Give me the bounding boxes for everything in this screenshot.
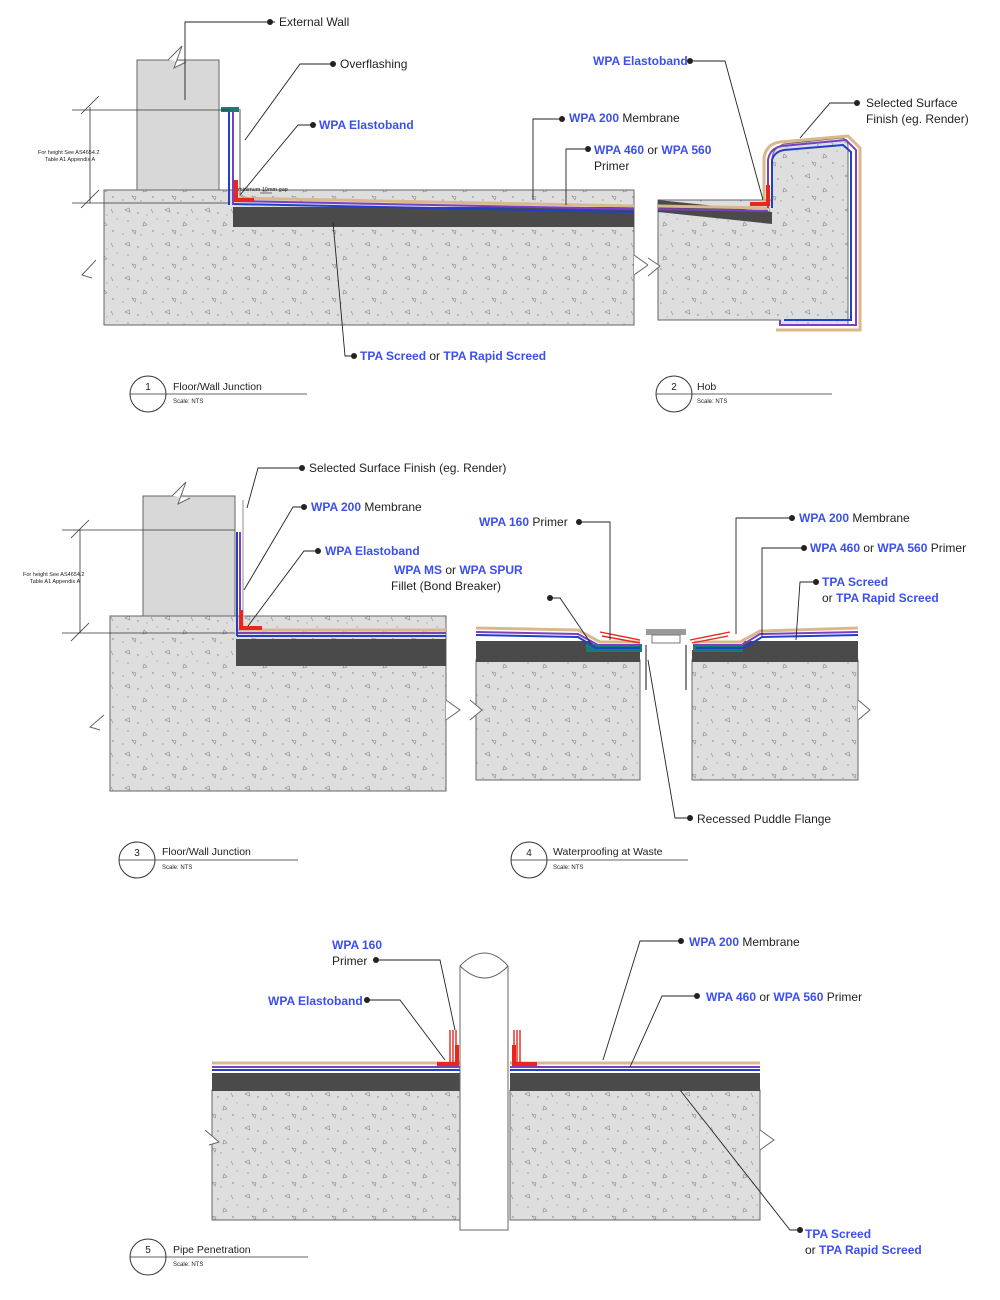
elastoband-corner <box>239 610 262 630</box>
label-d5-membrane: WPA 200 Membrane <box>689 935 800 949</box>
label-d4-primer: WPA 460 or WPA 560 Primer <box>810 541 967 555</box>
label-d5-screed-1: TPA Screed <box>805 1227 872 1241</box>
label-d1-min-gap: minimum 10mm gap <box>238 187 288 193</box>
label-d4-fillet-text: Fillet (Bond Breaker) <box>391 579 502 593</box>
label-d1-elastoband: WPA Elastoband <box>319 118 414 132</box>
label-d3-finish: Selected Surface Finish (eg. Render) <box>309 461 507 475</box>
external-wall-block <box>136 59 220 191</box>
title-4-name: Waterproofing at Waste <box>553 846 663 858</box>
label-d2-finish-1: Selected Surface <box>866 96 958 110</box>
title-1-scale: Scale: NTS <box>173 399 204 405</box>
label-d4-membrane: WPA 200 Membrane <box>799 511 910 525</box>
title-5-number: 5 <box>145 1245 151 1256</box>
label-d5-primer: WPA 460 or WPA 560 Primer <box>706 990 863 1004</box>
waste-grate <box>646 629 686 635</box>
title-3-number: 3 <box>134 848 140 859</box>
detail-1-floor-wall-junction <box>72 19 649 359</box>
label-d5-primer160-b: WPA 160 <box>332 938 383 952</box>
title-3-name: Floor/Wall Junction <box>162 846 251 858</box>
label-d1-screed: TPA Screed or TPA Rapid Screed <box>360 349 547 363</box>
detail-3-floor-wall-junction <box>62 465 461 792</box>
label-d1-membrane: WPA 200 Membrane <box>569 111 680 125</box>
hob-concrete <box>657 137 849 326</box>
label-d4-flange: Recessed Puddle Flange <box>697 812 832 826</box>
label-d2-elastoband: WPA Elastoband <box>593 54 688 68</box>
hob-elastoband <box>750 185 770 206</box>
title-5-scale: Scale: NTS <box>173 1262 204 1268</box>
label-d4-primer160: WPA 160 Primer <box>479 515 568 529</box>
break-symbol <box>167 45 187 70</box>
label-d4-fillet: WPA MS or WPA SPUR <box>394 563 523 577</box>
label-d3-height-1: For height See AS4654.2 <box>23 572 85 578</box>
detail-2-hob <box>647 58 862 332</box>
label-d1-primer-text: Primer <box>594 159 630 173</box>
elastoband-corner <box>234 180 254 202</box>
pipe <box>459 952 509 1231</box>
label-d3-membrane: WPA 200 Membrane <box>311 500 422 514</box>
title-4-scale: Scale: NTS <box>553 865 584 871</box>
label-d4-screed-2: or TPA Rapid Screed <box>822 591 939 605</box>
label-d3-elastoband: WPA Elastoband <box>325 544 420 558</box>
label-d2-finish-2: Finish (eg. Render) <box>866 112 969 126</box>
title-2-number: 2 <box>671 382 677 393</box>
elastoband-left <box>437 1045 459 1066</box>
label-d5-screed-2: or TPA Rapid Screed <box>805 1243 922 1257</box>
label-d4-screed-1: TPA Screed <box>822 575 889 589</box>
label-overflashing: Overflashing <box>340 57 408 71</box>
title-1-number: 1 <box>145 382 151 393</box>
title-4-number: 4 <box>526 848 532 859</box>
title-2-scale: Scale: NTS <box>697 399 728 405</box>
detail-5-pipe-penetration <box>204 938 803 1233</box>
label-d5-primer160-t: Primer <box>332 954 368 968</box>
detail-4-waterproofing-at-waste <box>469 515 871 821</box>
puddle-flange <box>645 645 687 690</box>
label-d1-primer: WPA 460 or WPA 560 <box>594 143 712 157</box>
title-1-name: Floor/Wall Junction <box>173 381 262 393</box>
title-3-scale: Scale: NTS <box>162 865 193 871</box>
title-5-name: Pipe Penetration <box>173 1244 251 1256</box>
elastoband-right <box>512 1045 537 1066</box>
screed-layer <box>236 639 446 666</box>
title-blocks <box>118 375 832 1276</box>
title-2-name: Hob <box>697 381 717 393</box>
label-d5-elastoband: WPA Elastoband <box>268 994 363 1008</box>
label-d3-height-2: Table A1 Appendix A <box>30 579 81 585</box>
label-d1-height-2: Table A1 Appendix A <box>45 157 96 163</box>
wall-block <box>142 495 236 617</box>
label-external-wall: External Wall <box>279 15 350 29</box>
label-d1-height-1: For height See AS4654.2 <box>38 150 100 156</box>
